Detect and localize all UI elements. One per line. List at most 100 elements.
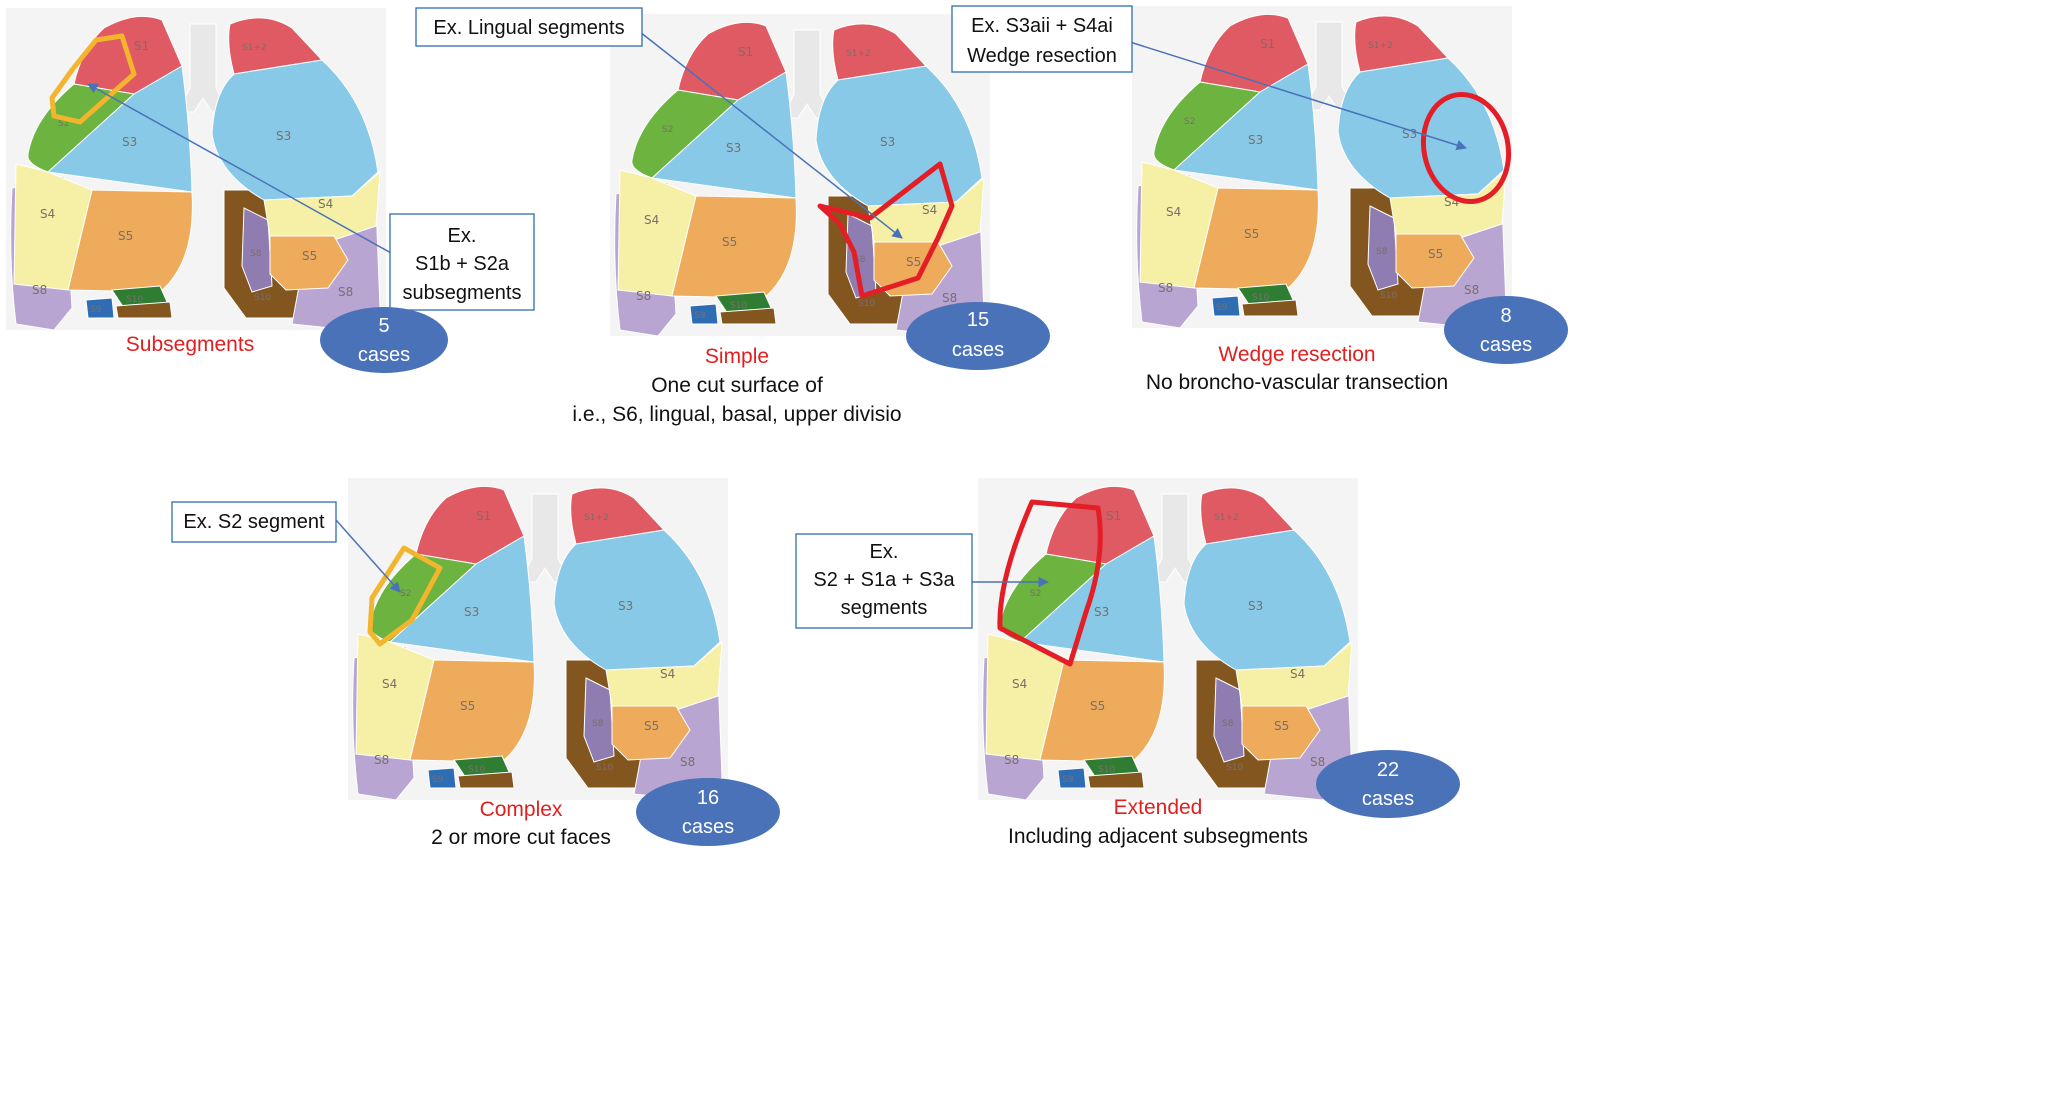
segment-label-s4: S4 xyxy=(318,197,333,211)
segment-label-s3: S3 xyxy=(276,129,291,143)
lung-region-right-blue xyxy=(85,297,115,319)
category-subsegments: Subsegments xyxy=(126,333,254,356)
segment-label-s3: S3 xyxy=(1402,127,1417,141)
segment-label-s10: S10 xyxy=(858,299,875,309)
segment-label-s3: S3 xyxy=(618,599,633,613)
segment-label-s2: S2 xyxy=(1184,117,1195,127)
cases-label: cases xyxy=(952,339,1004,361)
segment-label-s5: S5 xyxy=(302,249,317,263)
callout-line: Ex. S3aii + S4ai xyxy=(971,15,1113,37)
segment-label-s10: S10 xyxy=(1252,293,1269,303)
lung-region-right-bronze xyxy=(457,771,515,789)
callout-subsegments: Ex. S1b + S2a subsegments xyxy=(389,213,535,311)
segment-label-s8: S8 xyxy=(250,249,262,259)
segment-label-s3: S3 xyxy=(1248,133,1263,147)
cases-badge-extended: 22 cases xyxy=(1316,750,1460,818)
cases-badge-simple: 15 cases xyxy=(906,302,1050,370)
lung-region-right-blue xyxy=(689,303,719,325)
cases-label: cases xyxy=(1480,334,1532,356)
callout-line: S1b + S2a xyxy=(415,253,510,275)
segment-label-s1: S1 xyxy=(1106,509,1121,523)
lung-region-right-blue xyxy=(1057,767,1087,789)
segment-label-s10: S10 xyxy=(468,765,485,775)
lung-region-right-s2 xyxy=(1153,81,1262,171)
segment-label-s1: S1 xyxy=(1260,37,1275,51)
cases-count: 15 xyxy=(967,309,989,331)
highlight-s2-segment xyxy=(367,545,443,647)
segment-label-s12: S1+2 xyxy=(242,43,267,53)
segment-label-s12: S1+2 xyxy=(1368,41,1393,51)
segment-label-s3: S3 xyxy=(1094,605,1109,619)
cases-badge-complex: 16 cases xyxy=(636,778,780,846)
callout-extended: Ex. S2 + S1a + S3a segments xyxy=(795,533,973,629)
segment-label-s4: S4 xyxy=(1166,205,1181,219)
cases-count: 8 xyxy=(1500,305,1511,327)
lung-region-left-s3 xyxy=(211,59,379,201)
segment-label-s9: S9 xyxy=(1216,303,1228,313)
description-wedge: No broncho-vascular transection xyxy=(1146,371,1448,394)
callout-simple: Ex. Lingual segments xyxy=(415,7,643,47)
lung-region-left-s3 xyxy=(1183,529,1351,671)
segment-label-s8: S8 xyxy=(592,719,604,729)
segment-label-s2: S2 xyxy=(662,125,673,135)
segment-label-s10: S10 xyxy=(126,295,143,305)
lung-region-right-bronze xyxy=(1087,771,1145,789)
segment-label-s2: S2 xyxy=(400,589,411,599)
segment-label-s4: S4 xyxy=(644,213,659,227)
callout-line: subsegments xyxy=(403,282,522,304)
segment-label-s4: S4 xyxy=(660,667,675,681)
arrow-s2 xyxy=(335,519,401,593)
segment-label-s10: S10 xyxy=(1380,291,1397,301)
segment-label-s8: S8 xyxy=(338,285,353,299)
cases-count: 5 xyxy=(378,315,389,337)
cases-badge-wedge: 8 cases xyxy=(1444,296,1568,364)
segment-label-s3: S3 xyxy=(122,135,137,149)
callout-line: Ex. xyxy=(448,225,477,247)
arrow-lingual xyxy=(639,31,903,239)
segment-label-s8: S8 xyxy=(636,289,651,303)
segment-label-s3: S3 xyxy=(880,135,895,149)
lung-region-right-blue xyxy=(1211,295,1241,317)
segment-label-s5: S5 xyxy=(644,719,659,733)
segment-label-s12: S1+2 xyxy=(1214,513,1239,523)
callout-line: Ex. xyxy=(870,541,899,563)
description-extended: Including adjacent subsegments xyxy=(1008,825,1308,848)
segment-label-s8: S8 xyxy=(680,755,695,769)
segment-label-s4: S4 xyxy=(922,203,937,217)
cases-badge-subsegments: 5 cases xyxy=(320,307,448,373)
lung-region-left-s12 xyxy=(832,23,928,81)
highlight-extended xyxy=(997,499,1103,667)
segment-label-s5: S5 xyxy=(722,235,737,249)
segment-label-s10: S10 xyxy=(1098,765,1115,775)
callout-line: Ex. S2 segment xyxy=(183,511,325,533)
highlight-s1b-s2a xyxy=(49,33,137,125)
segment-label-s9: S9 xyxy=(432,775,444,785)
lung-region-left-s8-dark xyxy=(1367,205,1399,291)
arrow-subsegments xyxy=(87,83,401,259)
lung-region-right-blue xyxy=(427,767,457,789)
callout-line: S2 + S1a + S3a xyxy=(813,569,955,591)
segment-label-s10: S10 xyxy=(1226,763,1243,773)
lung-region-left-s12 xyxy=(1354,15,1450,73)
cases-label: cases xyxy=(358,344,410,366)
cases-label: cases xyxy=(1362,788,1414,810)
callout-wedge: Ex. S3aii + S4ai Wedge resection xyxy=(951,5,1133,73)
segmentectomy-classification-diagram: S1 S1S1+2S2S3S4S5S8S9S10S3S4S5S8S10S8S1S… xyxy=(6,5,1568,849)
segment-label-s8: S8 xyxy=(32,283,47,297)
description-simple-line1: One cut surface of xyxy=(651,374,823,397)
segment-label-s12: S1+2 xyxy=(584,513,609,523)
lung-region-left-s8-dark xyxy=(241,207,273,293)
lung-region-left-s12 xyxy=(1200,487,1296,545)
segment-label-s1: S1 xyxy=(134,39,149,53)
highlight-wedge-resection xyxy=(1420,91,1512,205)
lung-region-right-bronze xyxy=(1241,299,1299,317)
segment-label-s4: S4 xyxy=(40,207,55,221)
lung-region-left-s5 xyxy=(611,705,691,761)
segment-label-s4: S4 xyxy=(1012,677,1027,691)
segment-label-s9: S9 xyxy=(694,311,706,321)
segment-label-s8: S8 xyxy=(1310,755,1325,769)
segment-label-s5: S5 xyxy=(460,699,475,713)
